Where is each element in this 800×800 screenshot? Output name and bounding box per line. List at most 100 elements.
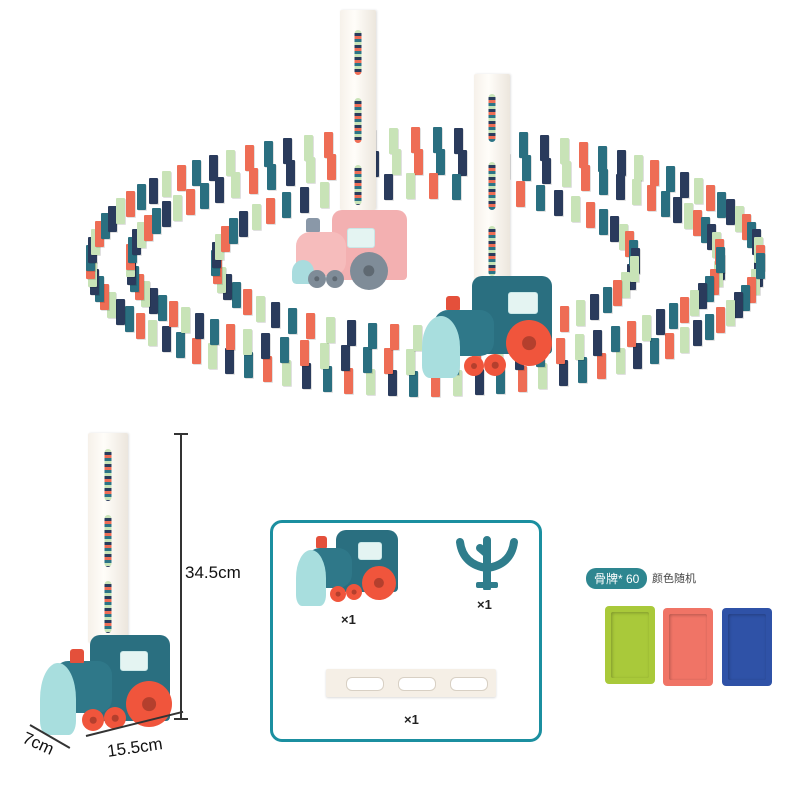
domino <box>621 272 631 299</box>
domino <box>692 320 702 347</box>
domino <box>496 367 506 394</box>
domino <box>539 134 549 161</box>
loading-tower-piece <box>326 669 496 697</box>
domino <box>365 369 375 396</box>
domino <box>248 167 258 194</box>
domino <box>251 204 261 231</box>
domino <box>575 300 585 327</box>
domino <box>535 185 545 212</box>
domino <box>579 141 589 168</box>
domino <box>149 287 159 314</box>
domino <box>555 337 565 364</box>
domino <box>388 127 398 154</box>
pink-train <box>292 200 412 310</box>
domino <box>362 347 372 373</box>
domino <box>107 205 117 232</box>
domino <box>149 177 159 204</box>
domino <box>409 370 419 397</box>
domino <box>302 363 312 390</box>
domino <box>125 191 135 218</box>
domino <box>755 253 765 280</box>
domino <box>693 178 703 205</box>
domino <box>300 186 310 213</box>
contents-train <box>296 528 406 612</box>
domino <box>660 190 670 217</box>
domino <box>574 334 584 361</box>
domino <box>613 279 623 306</box>
domino <box>243 352 253 379</box>
domino <box>630 255 640 282</box>
domino <box>346 320 356 347</box>
domino <box>158 294 168 321</box>
domino <box>262 356 272 383</box>
domino <box>225 323 235 350</box>
domino-sample-blue <box>722 608 772 686</box>
domino <box>169 301 179 328</box>
domino <box>656 309 666 336</box>
domino <box>615 348 625 375</box>
domino <box>716 306 726 333</box>
domino <box>406 173 416 200</box>
dispenser-qty: ×1 <box>477 597 492 612</box>
domino <box>215 177 225 204</box>
domino <box>226 149 236 176</box>
domino <box>632 179 642 206</box>
domino <box>94 221 104 248</box>
height-dimension-cap-top <box>174 433 188 435</box>
domino <box>283 137 293 164</box>
domino <box>116 198 126 225</box>
domino <box>610 325 620 352</box>
domino <box>242 328 252 355</box>
domino-color-note: 颜色随机 <box>652 573 696 585</box>
domino <box>602 287 612 314</box>
domino <box>255 295 265 322</box>
domino <box>131 229 141 256</box>
domino <box>410 127 420 154</box>
domino <box>215 233 225 260</box>
domino <box>672 196 682 223</box>
domino <box>474 369 484 396</box>
domino <box>324 132 334 159</box>
domino <box>152 207 162 234</box>
domino <box>734 292 744 319</box>
domino-count-badge: 骨牌* 60 <box>586 568 648 589</box>
domino <box>107 291 117 318</box>
domino <box>185 188 195 215</box>
domino <box>161 326 171 353</box>
domino <box>554 190 564 217</box>
dimension-tower <box>88 433 128 643</box>
domino <box>287 307 297 334</box>
domino <box>194 313 204 340</box>
domino <box>665 332 675 359</box>
domino <box>192 159 202 186</box>
domino <box>306 312 316 339</box>
domino <box>384 348 394 375</box>
domino <box>325 316 335 343</box>
domino <box>558 360 568 387</box>
domino <box>559 137 569 164</box>
domino <box>282 191 292 218</box>
domino <box>597 352 607 379</box>
domino <box>454 127 464 154</box>
domino <box>390 324 400 351</box>
domino <box>683 203 693 230</box>
domino <box>176 332 186 359</box>
domino <box>341 345 351 372</box>
domino <box>242 289 252 316</box>
domino <box>208 154 218 181</box>
domino <box>387 370 397 397</box>
domino <box>299 340 309 367</box>
domino <box>431 370 441 397</box>
domino <box>323 365 333 392</box>
domino <box>306 156 316 183</box>
domino <box>143 214 153 241</box>
domino <box>689 290 699 317</box>
domino <box>319 182 329 209</box>
domino <box>191 337 201 364</box>
domino <box>457 149 467 176</box>
domino <box>680 171 690 198</box>
domino <box>665 165 675 192</box>
domino <box>413 149 423 176</box>
domino <box>706 224 716 251</box>
domino <box>228 218 238 245</box>
